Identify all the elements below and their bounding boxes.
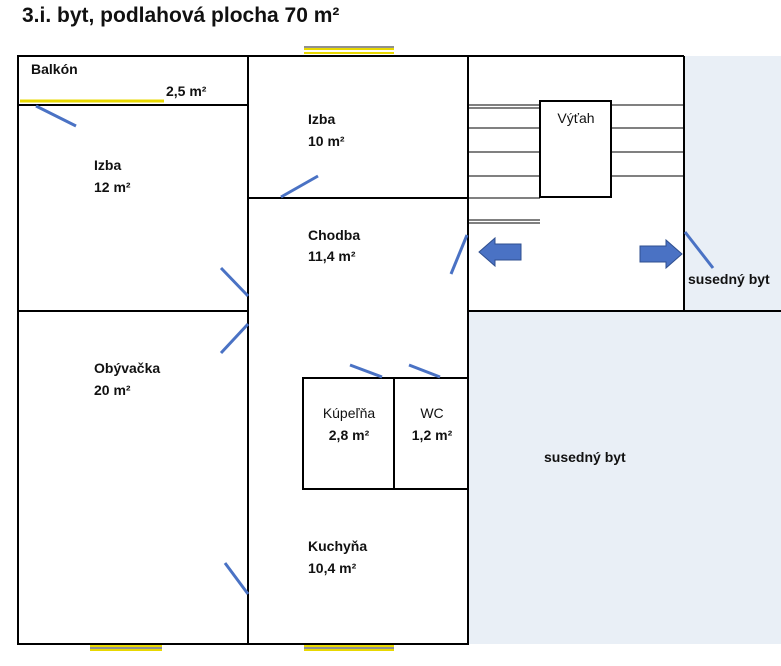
doors: [35, 104, 715, 595]
door-izba-small: [280, 174, 319, 199]
door-balcony: [35, 104, 77, 128]
room-balkon-area: 2,5 m²: [166, 83, 207, 99]
room-kupelna-name: Kúpeľňa: [322, 405, 376, 421]
room-izba-small-area: 10 m²: [308, 133, 345, 149]
walls: [17, 55, 781, 645]
staircase: [468, 104, 684, 224]
room-wc-area: 1,2 m²: [411, 427, 453, 443]
room-wc-name: WC: [420, 405, 444, 421]
room-chodba-name: Chodba: [308, 227, 361, 243]
room-obyvacka-area: 20 m²: [94, 382, 131, 398]
neighbor-bottom-label: susedný byt: [544, 449, 626, 465]
door-wc: [408, 363, 441, 379]
neighbor-area-right: [684, 56, 781, 311]
room-chodba-area: 11,4 m²: [308, 248, 356, 264]
plan-title: 3.i. byt, podlahová plocha 70 m²: [22, 4, 340, 27]
room-balkon-name: Balkón: [31, 61, 78, 77]
room-kupelna-area: 2,8 m²: [328, 427, 370, 443]
room-obyvacka-name: Obývačka: [94, 360, 161, 376]
neighbor-area-bottom: [468, 311, 781, 644]
room-kuchyna-area: 10,4 m²: [308, 560, 357, 576]
room-izba-small-name: Izba: [308, 111, 336, 127]
outer-wall: [17, 55, 469, 645]
bathroom-walls: [302, 377, 469, 490]
arrow-right-icon: [639, 238, 683, 270]
elevator-box: [539, 100, 612, 198]
door-kuchyna: [223, 562, 250, 595]
door-izba-left: [219, 266, 250, 298]
door-kupelna: [349, 363, 383, 379]
neighbor-right-label: susedný byt: [688, 271, 770, 287]
elevator-label: Výťah: [557, 110, 595, 126]
arrow-left-icon: [478, 236, 522, 268]
room-izba-left-name: Izba: [94, 157, 122, 173]
windows: [20, 48, 394, 651]
room-izba-left-area: 12 m²: [94, 179, 131, 195]
door-neighbor: [683, 231, 715, 269]
door-entrance: [449, 234, 469, 275]
door-obyvacka: [219, 322, 250, 355]
room-kuchyna-name: Kuchyňa: [308, 538, 368, 554]
